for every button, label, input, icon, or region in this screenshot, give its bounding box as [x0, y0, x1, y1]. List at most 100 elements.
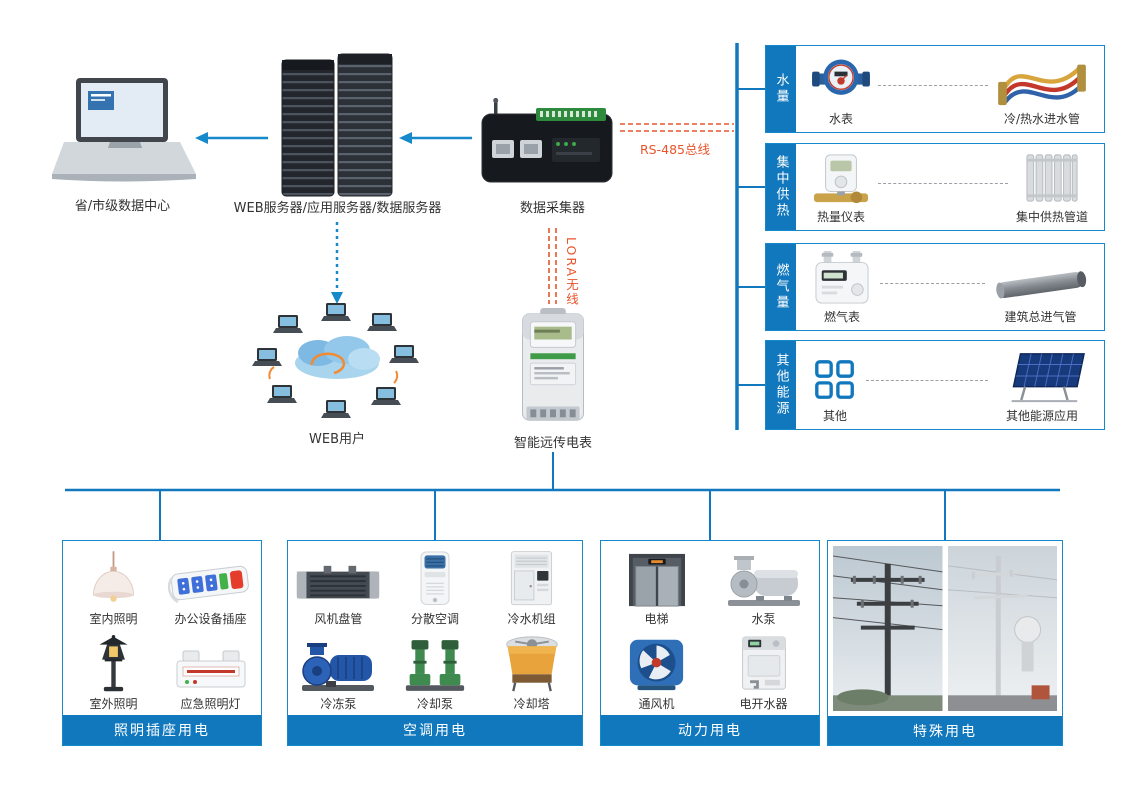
item-label: 通风机: [638, 697, 675, 711]
gas-panel: 燃气量 燃气表: [765, 243, 1105, 331]
gas-pipe-icon: [993, 251, 1088, 305]
water-panel: 水量 水表: [765, 45, 1105, 133]
power-lines-photo: [833, 546, 943, 712]
panel-item: 冷却塔: [483, 630, 580, 715]
item-label: 冷却泵: [416, 697, 453, 711]
portable-ac-icon: [414, 550, 456, 608]
panel-item: 其他能源应用: [996, 348, 1088, 424]
chilled-pump-icon: [300, 635, 376, 693]
panel-item: 建筑总进气管: [993, 251, 1088, 325]
item-label: 建筑总进气管: [1004, 310, 1077, 324]
panel-item: 冷水机组: [483, 545, 580, 630]
outdoor-light-icon: [94, 635, 133, 693]
category-label-other: 其他能源: [766, 341, 796, 429]
panel-title: 空调用电: [288, 715, 582, 745]
item-label: 冷/热水进水管: [1003, 112, 1081, 126]
fan-coil-icon: [295, 550, 381, 608]
other-grid-icon: [812, 350, 858, 404]
item-label: 室内照明: [89, 612, 138, 626]
special-tower-photo: [947, 546, 1057, 712]
chiller-icon: [508, 550, 555, 608]
power-panel: 电梯 水泵: [600, 540, 820, 746]
dashed-connector: [878, 85, 988, 86]
datacenter-label: 省/市级数据中心: [74, 199, 171, 214]
panel-item: 冷却泵: [387, 630, 484, 715]
special-panel: 特殊用电: [827, 540, 1063, 746]
web-users-cloud-icon: [252, 303, 422, 425]
panel-item: 室外照明: [65, 630, 162, 715]
panel-item: 冷冻泵: [290, 630, 387, 715]
panel-item: 燃气表: [812, 251, 872, 325]
item-label: 风机盘管: [314, 612, 363, 626]
category-label-gas: 燃气量: [766, 244, 796, 330]
item-label: 分散空调: [410, 612, 459, 626]
panel-item: 集中供热管道: [1016, 151, 1088, 225]
panel-item: 通风机: [603, 630, 710, 715]
dashed-connector: [880, 283, 985, 284]
panel-item: 热量仪表: [812, 151, 870, 225]
item-label: 冷水机组: [507, 612, 556, 626]
panel-item: 室内照明: [65, 545, 162, 630]
category-label-water: 水量: [766, 46, 796, 132]
panel-item: 应急照明灯: [162, 630, 259, 715]
item-label: 冷冻泵: [320, 697, 357, 711]
lighting-socket-panel: 室内照明 办公设备插座: [62, 540, 262, 746]
web-users-label: WEB用户: [309, 432, 365, 447]
server-label: WEB服务器/应用服务器/数据服务器: [233, 201, 442, 216]
panel-item: 风机盘管: [290, 545, 387, 630]
panel-item: 冷/热水进水管: [996, 53, 1088, 127]
datacenter-laptop-icon: [52, 76, 200, 198]
indoor-light-icon: [88, 550, 139, 608]
item-label: 集中供热管道: [1015, 210, 1088, 224]
item-label: 水泵: [751, 612, 776, 626]
dashed-connector: [878, 183, 1008, 184]
water-meter-icon: [812, 53, 870, 107]
item-label: 办公设备插座: [174, 612, 247, 626]
other-energy-panel: 其他能源 其他: [765, 340, 1105, 430]
solar-panel-icon: [996, 350, 1088, 404]
item-label: 燃气表: [823, 310, 860, 324]
panel-item: 水表: [812, 53, 870, 127]
item-label: 热量仪表: [816, 210, 865, 224]
radiator-icon: [1025, 151, 1079, 205]
panel-title: 特殊用电: [828, 716, 1062, 745]
panel-item: 电开水器: [710, 630, 817, 715]
item-label: 冷却塔: [513, 697, 550, 711]
water-heater-icon: [737, 635, 791, 693]
data-collector-icon: [478, 98, 616, 190]
panel-title: 照明插座用电: [63, 715, 261, 745]
panel-title: 动力用电: [601, 715, 819, 745]
panel-item: 分散空调: [387, 545, 484, 630]
item-label: 电梯: [644, 612, 669, 626]
smart-meter-label: 智能远传电表: [513, 436, 592, 451]
lora-label: LORA无线: [564, 237, 579, 308]
item-label: 电开水器: [739, 697, 788, 711]
ventilator-icon: [628, 635, 685, 693]
panel-item: 水泵: [710, 545, 817, 630]
cooling-tower-icon: [502, 635, 562, 693]
item-label: 室外照明: [89, 697, 138, 711]
elevator-icon: [623, 550, 691, 608]
ac-panel: 风机盘管 分散空调: [287, 540, 583, 746]
smart-meter-icon: [518, 308, 588, 438]
item-label: 其他: [822, 409, 847, 423]
dashed-connector: [866, 380, 988, 381]
category-label-heating: 集中供热: [766, 144, 796, 230]
emergency-light-icon: [173, 635, 249, 693]
water-hoses-icon: [996, 53, 1088, 107]
heat-meter-icon: [812, 151, 870, 205]
panel-item: 办公设备插座: [162, 545, 259, 630]
water-pump-icon: [726, 550, 802, 608]
heating-panel: 集中供热 热量仪表: [765, 143, 1105, 231]
item-label: 水表: [828, 112, 853, 126]
cooling-pump-icon: [404, 635, 466, 693]
panel-item: 其他: [812, 348, 858, 424]
gas-meter-icon: [812, 251, 872, 305]
collector-label: 数据采集器: [519, 201, 585, 216]
web-server-icon: [278, 52, 396, 204]
rs485-label: RS-485总线: [640, 142, 710, 157]
item-label: 应急照明灯: [180, 697, 241, 711]
power-strip-icon: [168, 550, 253, 608]
item-label: 其他能源应用: [1005, 409, 1078, 423]
